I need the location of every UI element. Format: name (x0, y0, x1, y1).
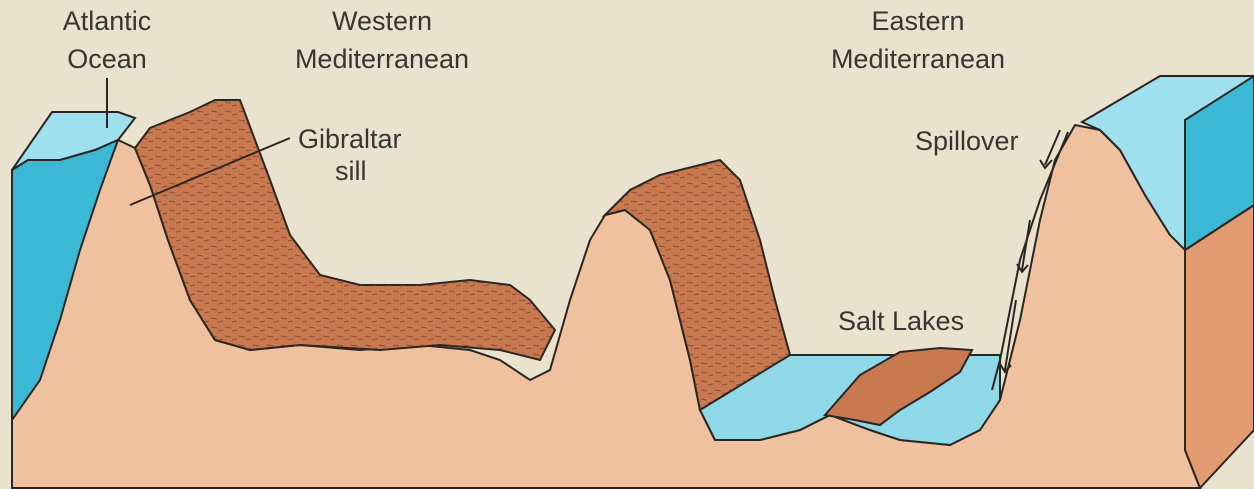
spillover-label: Spillover (915, 126, 1019, 156)
gibraltar-label-line1: Gibraltar (298, 124, 402, 154)
western-label-line2: Mediterranean (295, 44, 469, 74)
atlantic-label-line2: Ocean (67, 44, 147, 74)
atlantic-label-line1: Atlantic (63, 6, 152, 36)
western-label-line1: Western (332, 6, 432, 36)
eastern-label-line1: Eastern (871, 6, 964, 36)
eastern-label-line2: Mediterranean (831, 44, 1005, 74)
block-side-face (1185, 205, 1254, 488)
salt-lakes-label: Salt Lakes (838, 306, 964, 336)
gibraltar-label-line2: sill (335, 156, 367, 186)
spillover-arrow-middle (1022, 220, 1030, 270)
